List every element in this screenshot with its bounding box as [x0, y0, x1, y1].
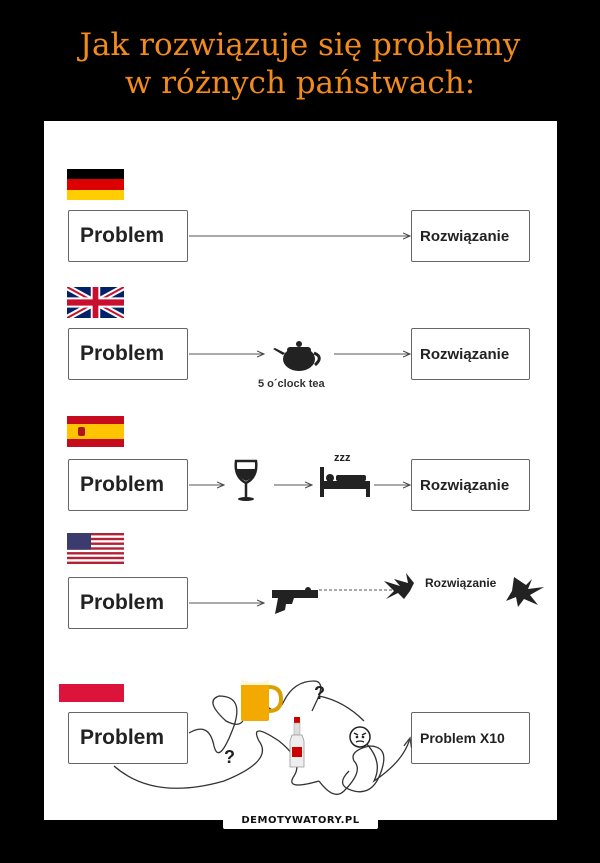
sleep-zzz-text: zzz [334, 452, 351, 464]
explosion-left-icon [384, 573, 414, 599]
sleeping-bed-icon [320, 467, 370, 497]
wine-glass-icon [236, 461, 257, 501]
beer-mug-icon [240, 672, 281, 721]
title-line-1: Jak rozwiązuje się problemy [0, 26, 600, 64]
arrow-poland [364, 738, 410, 781]
teapot-icon [273, 341, 319, 371]
angry-face-icon [350, 727, 370, 747]
comic-panel: Problem Rozwiązanie Problem Rozwiązanie … [44, 121, 557, 820]
page-title: Jak rozwiązuje się problemy w różnych pa… [0, 26, 600, 102]
pistol-icon [272, 587, 318, 614]
vodka-bottle-icon [290, 717, 304, 767]
scribble-path-4 [319, 696, 364, 721]
title-line-2: w różnych państwach: [0, 64, 600, 102]
arrows-and-drawings: zzz [44, 121, 557, 820]
question-mark-2: ? [224, 747, 235, 767]
scribble-path-2 [114, 731, 319, 788]
site-logo: DEMOTYWATORY.PL [223, 812, 378, 829]
explosion-right-icon [506, 577, 544, 607]
question-mark-1: ? [314, 683, 325, 703]
